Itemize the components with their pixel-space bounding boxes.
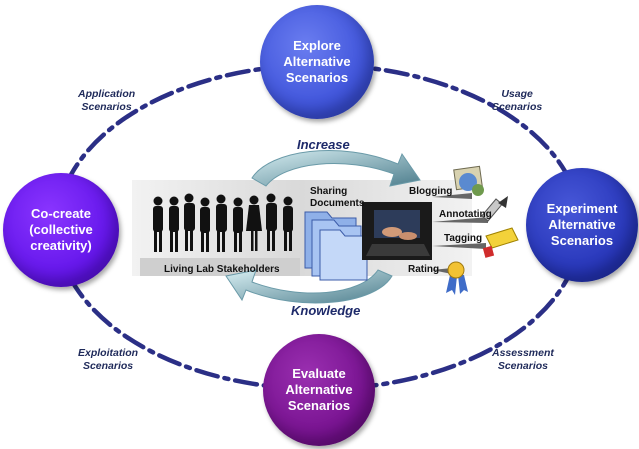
experiment-label: Experiment Alternative Scenarios xyxy=(546,201,618,248)
rating-label: Rating xyxy=(408,264,440,275)
explore-label: Explore Alternative Scenarios xyxy=(283,38,351,85)
usage-scenarios-label: Usage Scenarios xyxy=(492,88,543,113)
cocreate-label: Co-create (collective creativity) xyxy=(29,206,93,253)
laptop-icon xyxy=(362,202,432,260)
increase-arrow xyxy=(251,149,421,187)
blogging-label: Blogging xyxy=(409,186,453,197)
pencil-icon xyxy=(481,196,508,222)
assessment-scenarios-label: Assessment Scenarios xyxy=(492,347,554,372)
stakeholders-label: Living Lab Stakeholders xyxy=(164,264,280,275)
award-ribbon-icon xyxy=(446,261,468,295)
evaluate-label: Evaluate Alternative Scenarios xyxy=(285,366,353,413)
tag-icon xyxy=(482,227,519,258)
application-scenarios-label: Application Scenarios xyxy=(78,88,136,113)
stakeholders-bar xyxy=(140,258,300,276)
knowledge-label: Knowledge xyxy=(291,303,361,318)
explore-node: Explore Alternative Scenarios xyxy=(260,5,374,119)
exploitation-scenarios-label: Exploitation Scenarios xyxy=(78,347,139,372)
experiment-node: Experiment Alternative Scenarios xyxy=(526,168,638,282)
sharing-documents-label: Sharing Documents xyxy=(310,186,365,209)
activity-arrows xyxy=(432,193,488,274)
knowledge-arrow xyxy=(225,269,393,304)
folder-icon xyxy=(304,211,368,281)
increase-label: Increase xyxy=(297,137,350,152)
tagging-label: Tagging xyxy=(444,233,483,244)
people-silhouettes xyxy=(153,193,293,252)
blog-icon xyxy=(453,165,484,196)
evaluate-node: Evaluate Alternative Scenarios xyxy=(263,334,375,446)
annotating-label: Annotating xyxy=(439,209,492,220)
cocreate-node: Co-create (collective creativity) xyxy=(3,173,119,287)
